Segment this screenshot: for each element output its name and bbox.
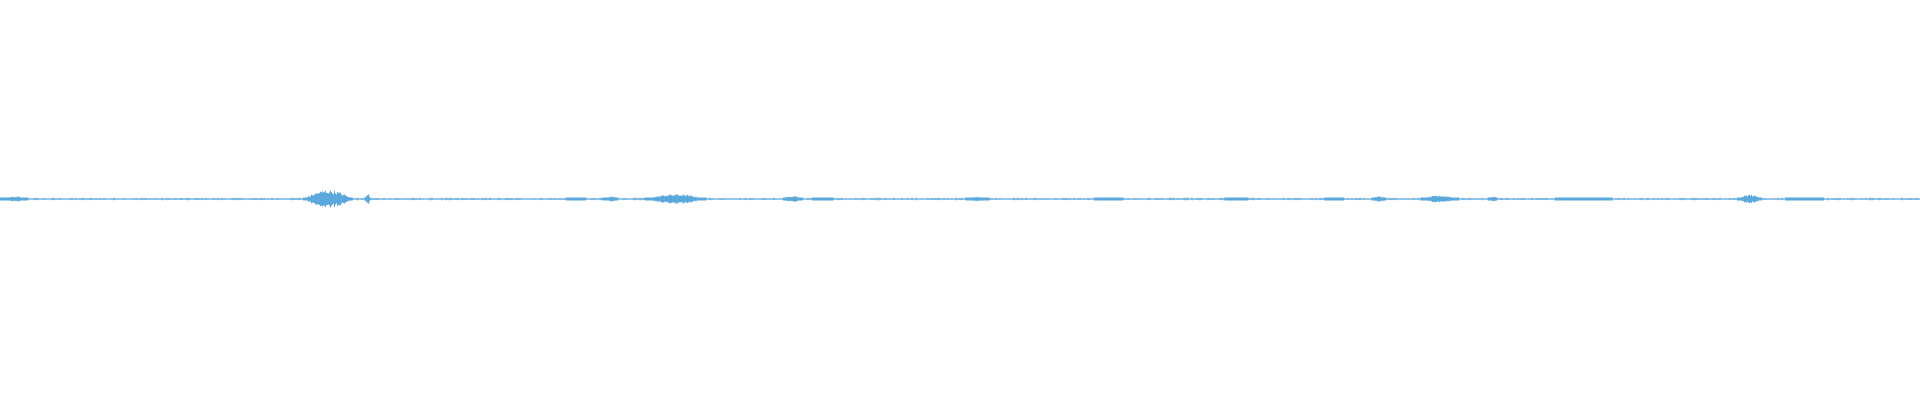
waveform-burst	[0, 196, 29, 202]
waveform-burst	[1324, 197, 1345, 201]
waveform-burst	[602, 196, 619, 202]
waveform-burst	[302, 190, 353, 208]
waveform-burst	[965, 196, 990, 202]
waveform-burst	[1372, 196, 1387, 202]
waveform-burst	[1420, 195, 1460, 203]
waveform-burst	[1224, 197, 1249, 201]
waveform-burst	[811, 197, 834, 201]
waveform-burst	[1093, 197, 1123, 201]
waveform-burst	[1737, 194, 1763, 204]
waveform-burst	[565, 197, 586, 201]
waveform-burst	[364, 194, 371, 204]
waveform-burst	[1554, 197, 1613, 201]
waveform-burst	[1487, 196, 1498, 202]
waveform-burst	[1785, 197, 1825, 201]
waveform-burst	[644, 194, 707, 204]
waveform-burst	[782, 196, 803, 202]
